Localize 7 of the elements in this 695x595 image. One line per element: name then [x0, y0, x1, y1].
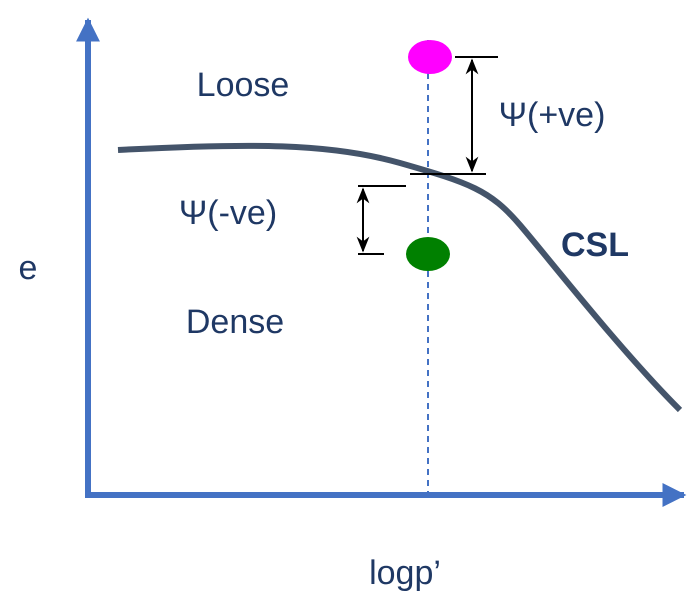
dimension-label: Ψ(+ve)	[498, 98, 606, 132]
region-label: Loose	[196, 68, 290, 102]
axis-label: logp’	[369, 556, 441, 590]
dimension-label: Ψ(-ve)	[178, 196, 278, 230]
curve-label: CSL	[561, 228, 629, 262]
region-label: Dense	[186, 305, 284, 339]
axis-label: e	[18, 251, 38, 285]
